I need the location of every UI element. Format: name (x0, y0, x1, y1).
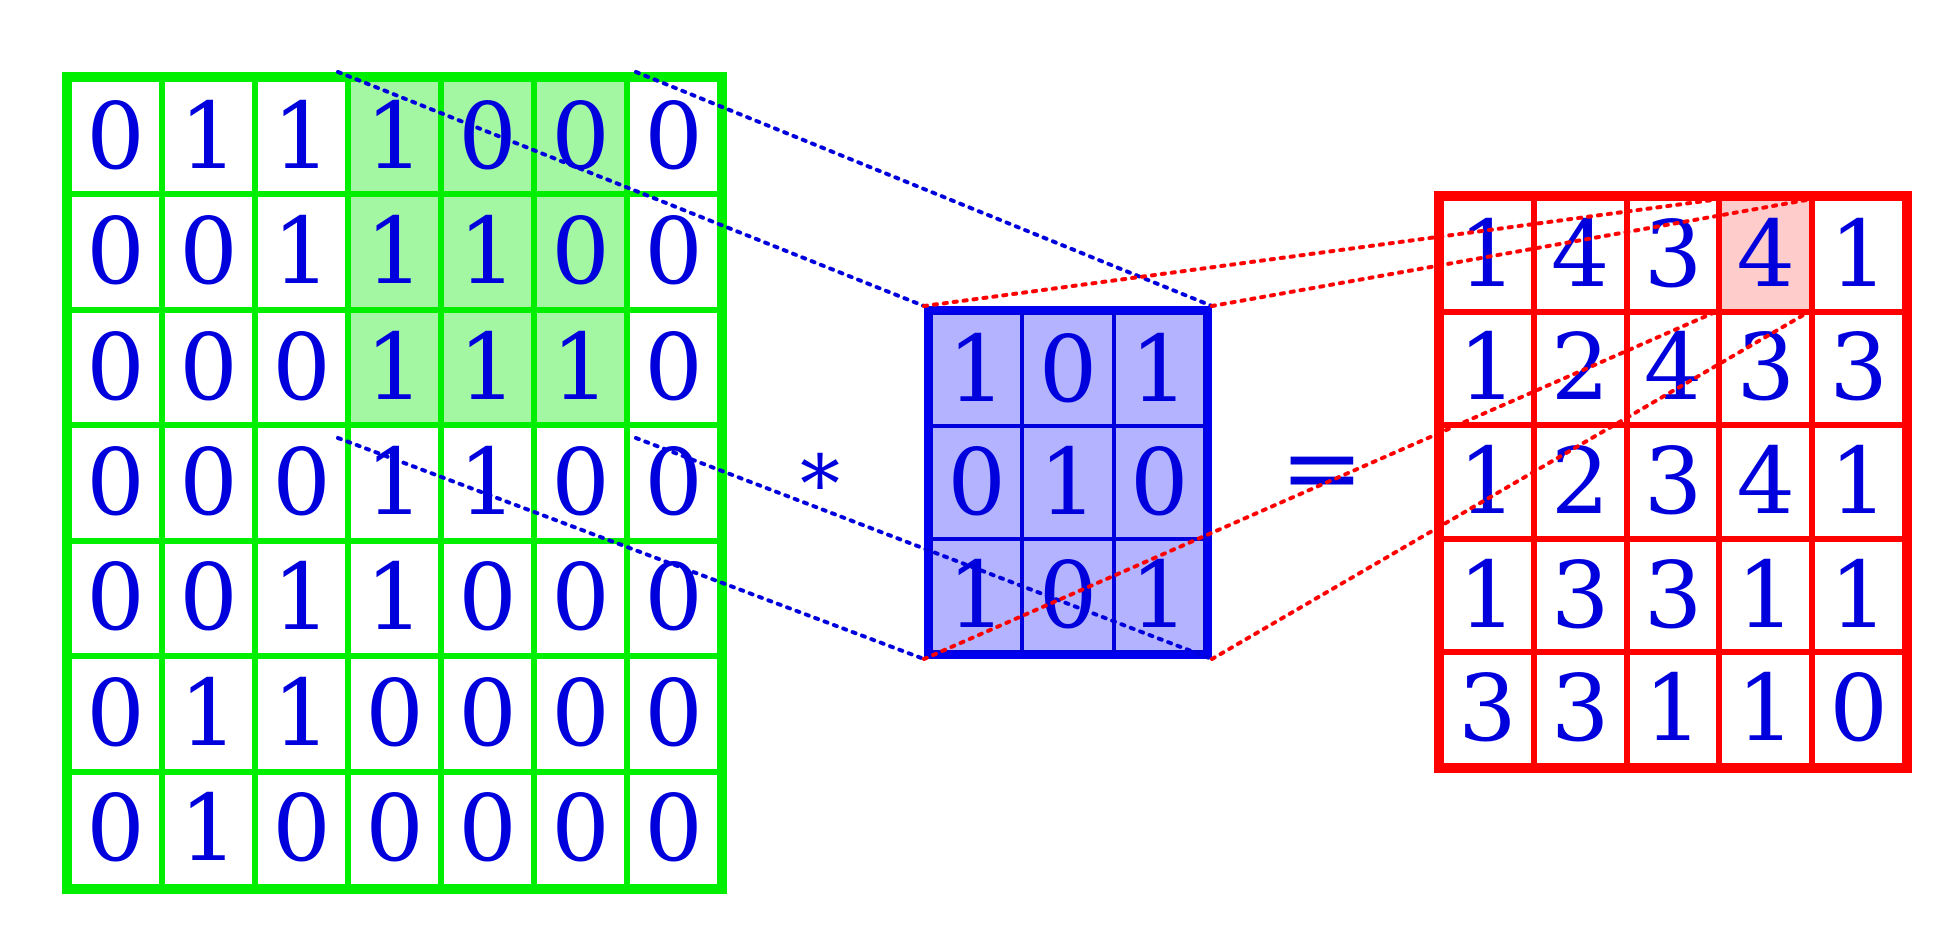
input-cell: 0 (627, 79, 720, 195)
input-cell: 0 (255, 309, 348, 426)
input-cell: 1 (162, 771, 255, 887)
input-cell: 0 (69, 79, 162, 195)
blue-dotted-line-bottom-right (634, 436, 1214, 661)
input-cell: 1 (162, 656, 255, 772)
output-cell: 0 (1812, 652, 1905, 766)
input-cell: 0 (441, 656, 534, 772)
output-highlighted-cell: 4 (1719, 198, 1813, 312)
input-cell: 0 (69, 309, 162, 426)
input-highlighted-cell: 1 (348, 309, 441, 426)
red-dotted-line-top-left (922, 197, 1722, 308)
input-cell: 1 (255, 79, 348, 195)
output-cell: 3 (1812, 311, 1905, 426)
input-cell: 1 (348, 540, 441, 657)
output-cell: 1 (1812, 198, 1905, 312)
input-cell: 0 (162, 540, 255, 657)
red-dotted-line-bottom-left (922, 308, 1722, 661)
input-cell: 0 (255, 425, 348, 541)
input-cell: 0 (162, 194, 255, 310)
output-cell: 2 (1533, 425, 1627, 539)
input-highlighted-cell: 1 (348, 79, 441, 195)
output-cell: 1 (1626, 652, 1720, 766)
input-cell: 1 (441, 425, 534, 541)
input-cell: 0 (534, 771, 627, 887)
output-cell: 1 (1719, 652, 1813, 766)
kernel-cell: 1 (1113, 313, 1205, 426)
output-cell: 3 (1441, 652, 1534, 766)
input-cell: 1 (255, 656, 348, 772)
input-highlighted-cell: 1 (441, 194, 534, 310)
output-cell: 1 (1441, 538, 1534, 653)
output-cell: 1 (1719, 538, 1813, 653)
kernel-cell: 1 (931, 539, 1023, 652)
kernel-cell: 1 (931, 313, 1023, 426)
input-highlighted-cell: 1 (534, 309, 627, 426)
output-cell: 4 (1719, 425, 1813, 539)
output-cell: 3 (1626, 538, 1720, 653)
input-cell: 0 (441, 771, 534, 887)
output-cell: 4 (1626, 311, 1720, 426)
input-cell: 0 (255, 771, 348, 887)
input-cell: 0 (627, 656, 720, 772)
input-cell: 0 (348, 771, 441, 887)
input-cell: 0 (69, 771, 162, 887)
input-cell: 1 (255, 194, 348, 310)
input-cell: 1 (255, 540, 348, 657)
input-cell: 0 (441, 540, 534, 657)
input-highlighted-cell: 1 (348, 194, 441, 310)
input-cell: 0 (69, 656, 162, 772)
blue-dotted-line-top-right (634, 70, 1214, 308)
blue-dotted-line-bottom-left (336, 436, 926, 661)
input-highlighted-cell: 1 (441, 309, 534, 426)
output-cell: 4 (1533, 198, 1627, 312)
input-cell: 0 (69, 425, 162, 541)
kernel-cell: 0 (1022, 313, 1114, 426)
red-dotted-line-bottom-right (1210, 308, 1814, 661)
equals-operator: = (1280, 409, 1364, 526)
output-cell: 3 (1533, 652, 1627, 766)
input-cell: 0 (627, 540, 720, 657)
input-cell: 0 (534, 656, 627, 772)
input-cell: 0 (162, 309, 255, 426)
output-cell: 3 (1626, 425, 1720, 539)
output-cell: 2 (1533, 311, 1627, 426)
input-cell: 0 (534, 425, 627, 541)
input-cell: 0 (627, 309, 720, 426)
output-cell: 1 (1441, 425, 1534, 539)
input-cell: 0 (69, 194, 162, 310)
blue-dotted-line-top-left (336, 70, 926, 308)
input-cell: 0 (69, 540, 162, 657)
input-cell: 0 (534, 540, 627, 657)
kernel-cell: 0 (1113, 426, 1205, 539)
convolution-operator: * (800, 438, 840, 531)
input-cell: 1 (162, 79, 255, 195)
red-dotted-line-top-right (1210, 197, 1814, 308)
input-highlighted-cell: 0 (534, 194, 627, 310)
input-highlighted-cell: 0 (534, 79, 627, 195)
output-cell: 3 (1533, 538, 1627, 653)
kernel-cell: 1 (1113, 539, 1205, 652)
input-highlighted-cell: 0 (441, 79, 534, 195)
input-cell: 0 (162, 425, 255, 541)
input-cell: 0 (627, 771, 720, 887)
kernel-cell: 1 (1022, 426, 1114, 539)
output-cell: 1 (1441, 198, 1534, 312)
input-cell: 0 (348, 656, 441, 772)
input-cell: 0 (627, 194, 720, 310)
output-cell: 1 (1812, 425, 1905, 539)
output-cell: 1 (1812, 538, 1905, 653)
output-cell: 1 (1441, 311, 1534, 426)
kernel-cell: 0 (931, 426, 1023, 539)
